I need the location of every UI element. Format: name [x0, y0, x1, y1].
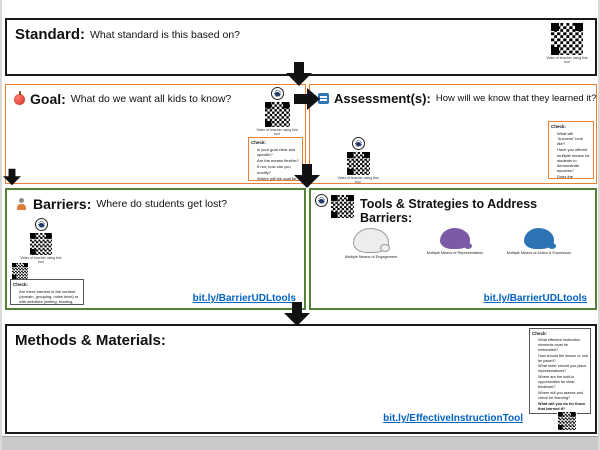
check-item: What effective instruction elements must… — [538, 338, 588, 353]
goal-question: What do we want all kids to know? — [70, 93, 232, 105]
apple-icon — [14, 90, 25, 105]
effective-instruction-link[interactable]: bit.ly/EffectiveInstructionTool — [383, 413, 523, 424]
check-item: Are the means flexible? — [257, 158, 300, 163]
gray-brain-icon — [353, 227, 390, 253]
standard-label: Standard: — [15, 26, 86, 43]
lost-person-icon — [15, 197, 28, 211]
checklist-icon — [318, 93, 329, 104]
barriers-question: Where do students get lost? — [96, 198, 228, 210]
qr-code-icon — [330, 194, 355, 219]
check-item: Where are the built-in opportunities for… — [538, 375, 588, 390]
check-item: Does the assessment directly measure ach… — [557, 174, 591, 178]
check-item: How should the lesson or unit be paced? — [538, 354, 588, 364]
qr-caption: Video of teacher using this tool — [20, 256, 62, 264]
barriers-check-box: Check: Are there barriers in the content… — [10, 279, 84, 305]
check-item: What order should you place representati… — [538, 364, 588, 374]
qr-code-icon — [345, 151, 371, 176]
purple-brain-icon — [440, 227, 472, 249]
qr-code-icon — [11, 262, 29, 280]
brain-logo-icon — [315, 194, 328, 207]
assessment-check-box: Check: What will "success" look like? Ha… — [548, 121, 594, 179]
goal-qr-block: Video of teacher using this tool — [255, 87, 299, 137]
check-item: Have you offered multiple means for stud… — [557, 147, 591, 173]
methods-label: Methods & Materials: — [15, 332, 166, 349]
standard-qr-block: Video of teacher using this tool — [545, 22, 589, 65]
brain-logo-icon — [34, 218, 48, 231]
tools-qr-block — [315, 194, 355, 219]
brain-item-representation: Multiple Means of Representation — [413, 227, 497, 255]
brain-logo-icon — [270, 87, 284, 100]
goal-label: Goal: — [30, 91, 66, 107]
check-item: What will "success" look like? — [557, 131, 591, 147]
flow-arrow-down-standard-to-row2 — [286, 62, 312, 86]
check-item: If not, how can you modify? — [257, 164, 300, 174]
qr-caption: Video of teacher using this tool — [546, 56, 588, 64]
methods-materials-section: Methods & Materials: Check: What effecti… — [5, 324, 597, 434]
check-title: Check: — [532, 331, 548, 336]
brain-networks-row: Multiple Means of Engagement Multiple Me… — [311, 226, 595, 259]
goal-check-box: Check: Is your goal clear and specific? … — [248, 137, 303, 181]
brain-caption: Multiple Means of Action & Expression — [506, 250, 572, 255]
check-title: Check: — [251, 140, 267, 145]
flow-arrow-down-row2-to-row3 — [294, 164, 320, 188]
check-item: What will you do for those that learned … — [538, 402, 588, 412]
brain-logo-icon — [351, 137, 365, 150]
standard-question: What standard is this based on? — [90, 28, 241, 41]
barriers-label: Barriers: — [33, 196, 92, 212]
qr-code-icon — [557, 411, 577, 431]
flow-arrow-down-left-edge — [3, 168, 21, 186]
flow-arrow-right-goal-to-assessment — [294, 88, 320, 110]
assessment-section: Assessment(s): How will we know that the… — [309, 84, 597, 184]
methods-qr-block — [557, 411, 577, 431]
check-title: Check: — [551, 124, 567, 129]
blue-brain-icon — [524, 227, 556, 249]
check-item: Is your goal clear and specific? — [257, 147, 300, 157]
barriers-tools-link[interactable]: bit.ly/BarrierUDLtools — [192, 293, 296, 304]
brain-caption: Multiple Means of Engagement — [344, 254, 398, 259]
qr-caption: Video of teacher using this tool — [337, 176, 379, 184]
barriers-qr-block: Video of teacher using this tool — [19, 218, 63, 265]
assessment-label: Assessment(s): — [334, 91, 431, 106]
check-item: Are there barriers in the content (domai… — [19, 289, 81, 304]
flow-arrow-down-row3-to-methods — [284, 302, 310, 326]
window-bottom-bar — [2, 436, 598, 450]
check-title: Check: — [13, 282, 29, 287]
barriers-section: Barriers: Where do students get lost? Vi… — [5, 188, 306, 310]
qr-code-icon — [550, 22, 584, 56]
brain-caption: Multiple Means of Representation — [426, 250, 484, 255]
tools-link[interactable]: bit.ly/BarrierUDLtools — [483, 293, 587, 304]
goal-section: Goal: What do we want all kids to know? … — [5, 84, 306, 184]
qr-code-icon — [263, 101, 291, 128]
tools-strategies-section: Tools & Strategies to Address Barriers: … — [309, 188, 597, 310]
check-item: Where will you assess and check for lear… — [538, 391, 588, 401]
brain-item-engagement: Multiple Means of Engagement — [329, 227, 413, 259]
qr-code-icon — [29, 232, 53, 256]
tools-title: Tools & Strategies to Address Barriers: — [360, 197, 538, 225]
methods-check-box: Check: What effective instruction elemen… — [529, 328, 591, 414]
assessment-question: How will we know that they learned it? — [435, 93, 597, 104]
assessment-qr-block: Video of teacher using this tool — [336, 137, 380, 185]
qr-caption: Video of teacher using this tool — [256, 128, 298, 136]
brain-item-action-expression: Multiple Means of Action & Expression — [497, 227, 581, 255]
check-item: Where will the goal be posted? — [257, 176, 300, 180]
